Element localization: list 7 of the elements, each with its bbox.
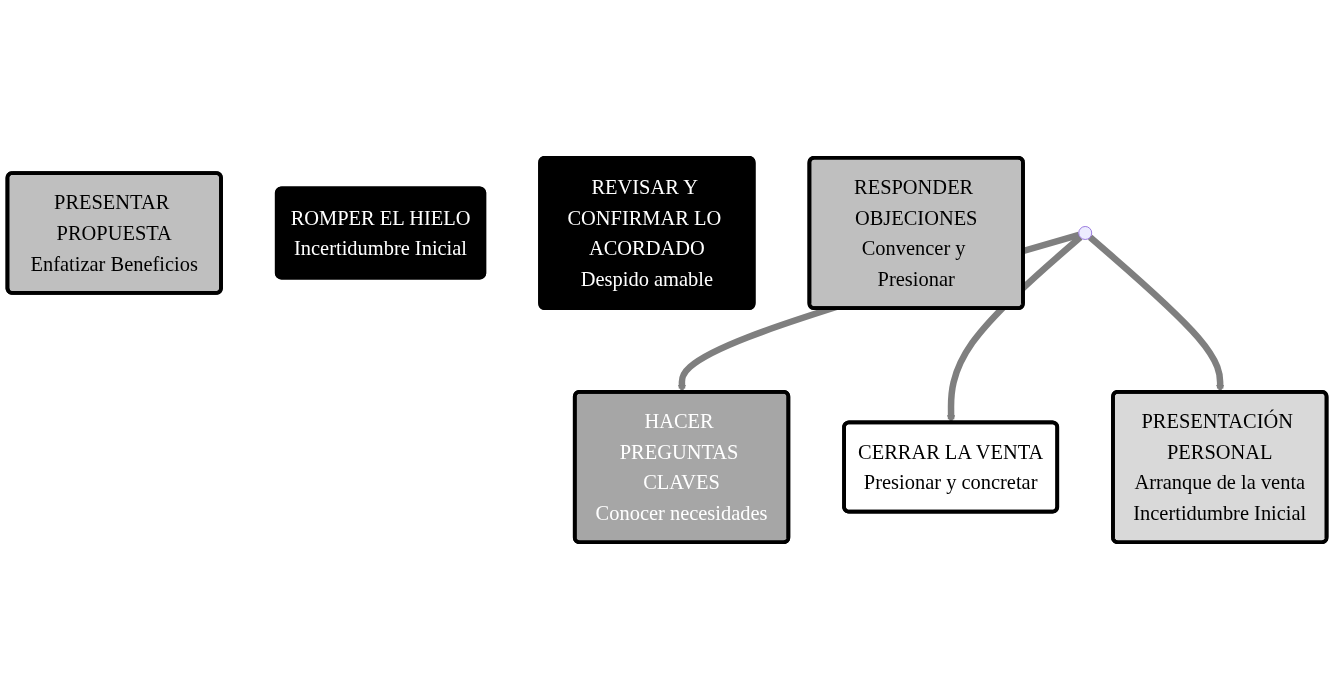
process-box: CERRAR LA VENTA Presionar y concretar: [842, 420, 1060, 514]
process-box: HACER PREGUNTAS CLAVES Conocer necesidades: [572, 389, 791, 545]
process-box: RESPONDER OBJECIONES Convencer y Presionar: [807, 155, 1025, 311]
process-box: REVISAR Y CONFIRMAR LO ACORDADO Despido amable: [538, 155, 756, 311]
process-box: PRESENTACIÓN PERSONAL Arranque de la venta Incertidumbre Inicial: [1111, 389, 1329, 545]
process-box: ROMPER EL HIELO Incertidumbre Inicial: [274, 186, 487, 280]
process-box: PRESENTAR PROPUESTA Enfatizar Beneficios: [5, 171, 223, 295]
